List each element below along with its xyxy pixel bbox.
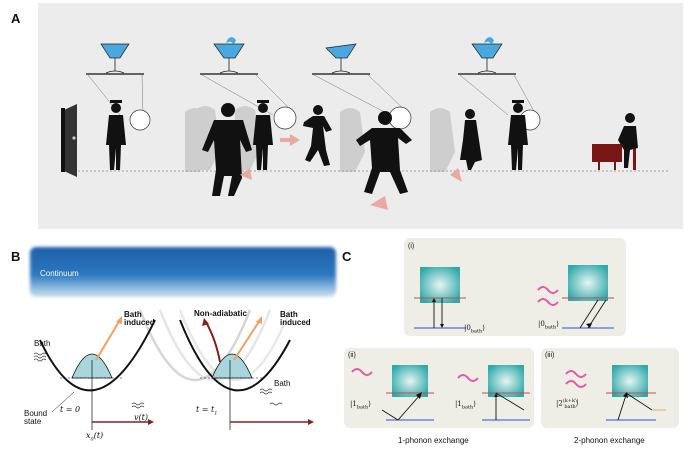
ket-bar: | bbox=[350, 400, 353, 408]
ket-bar: | bbox=[556, 399, 559, 408]
ket-sub: bath bbox=[470, 328, 483, 335]
bath-wave-icon bbox=[259, 388, 283, 406]
waiter-figure bbox=[508, 100, 528, 170]
ket-1-bath-2: |1bath⟩ bbox=[455, 400, 476, 410]
bath-induced-label-1: Bath induced bbox=[124, 310, 155, 328]
bath-wave-icon bbox=[131, 402, 145, 409]
ket-close: ⟩ bbox=[575, 399, 579, 408]
left-well bbox=[39, 319, 156, 392]
ket-number: 1 bbox=[352, 400, 357, 408]
continuum-box bbox=[392, 365, 428, 397]
x0-x: x bbox=[86, 431, 91, 440]
door-icon bbox=[61, 104, 77, 177]
ket-sub: bath bbox=[564, 403, 576, 410]
panel-c-letter: C bbox=[342, 249, 352, 264]
subpanel-ii-label: (ii) bbox=[348, 352, 356, 359]
one-phonon-caption: 1-phonon exchange bbox=[398, 436, 469, 445]
dancer-figure bbox=[460, 109, 482, 170]
ket-number: 2 bbox=[558, 399, 563, 408]
non-adiabatic-arrow bbox=[205, 321, 221, 363]
x0-t: (t) bbox=[93, 431, 104, 440]
x0-sub: 0 bbox=[90, 436, 94, 443]
non-adiabatic-label: Non-adiabatic bbox=[194, 309, 247, 318]
bound-state-label: Bound state bbox=[24, 409, 48, 427]
phonon-icon bbox=[537, 286, 559, 306]
zoom-circle-1 bbox=[129, 109, 151, 131]
panel-a-letter: A bbox=[11, 11, 21, 26]
t1-label: t = t1 bbox=[196, 405, 218, 417]
potential-well-diagram bbox=[33, 309, 314, 430]
ket-0-bath-1: |0bath⟩ bbox=[464, 324, 485, 334]
tray-3 bbox=[312, 43, 411, 116]
right-well bbox=[179, 319, 291, 392]
ket-close: ⟩ bbox=[556, 320, 559, 328]
continuum-box bbox=[420, 267, 460, 303]
motion-arrow bbox=[370, 196, 388, 210]
bath-induced-arrow-1 bbox=[95, 319, 121, 361]
continuum-box bbox=[488, 365, 524, 397]
motion-arrow bbox=[240, 168, 252, 180]
phonon-icon bbox=[457, 374, 479, 382]
ket-bar: | bbox=[538, 320, 541, 328]
continuum-band bbox=[30, 247, 336, 297]
motion-arrow bbox=[450, 168, 462, 182]
bound-state-pointer bbox=[51, 391, 75, 413]
tray-1 bbox=[86, 43, 144, 116]
ket-sub: bath bbox=[544, 324, 557, 331]
seated-customer-figure bbox=[618, 113, 638, 168]
phonon-icon bbox=[351, 368, 373, 376]
continuum-box bbox=[612, 365, 648, 397]
dancer-figure bbox=[303, 105, 332, 166]
dancer-figure bbox=[356, 111, 412, 194]
ket-close: ⟩ bbox=[368, 400, 371, 408]
panel-b-letter: B bbox=[11, 249, 21, 264]
subpanel-iii bbox=[541, 348, 679, 428]
ket-1-bath-1: |1bath⟩ bbox=[350, 400, 371, 410]
ket-close: ⟩ bbox=[473, 400, 476, 408]
ket-number: 0 bbox=[540, 320, 545, 328]
motion-arrow bbox=[280, 134, 300, 146]
dancer-figure bbox=[202, 103, 252, 196]
bath-wave-icon bbox=[33, 352, 47, 362]
subpanel-i-label: (i) bbox=[408, 243, 415, 250]
position-label: x0(t) bbox=[86, 431, 104, 443]
waiter-figure bbox=[106, 100, 126, 170]
ket-number: 1 bbox=[457, 400, 462, 408]
phonon-icon bbox=[565, 370, 587, 388]
bath-induced-label-2: Bath induced bbox=[280, 310, 311, 328]
ket-2-bath: |2(k+k')bath⟩ bbox=[556, 398, 579, 410]
right-wavepacket bbox=[211, 353, 253, 379]
bath-left-label: Bath bbox=[34, 339, 51, 348]
ket-bar: | bbox=[455, 400, 458, 408]
bath-induced-arrow-2 bbox=[233, 319, 261, 361]
panel-a-illustration bbox=[61, 37, 670, 210]
t0-label: t = 0 bbox=[60, 405, 81, 414]
ket-sub: bath bbox=[356, 404, 369, 411]
ket-sup: (k+k') bbox=[562, 398, 579, 404]
tray-4 bbox=[458, 37, 537, 116]
ket-0-bath-2: |0bath⟩ bbox=[538, 320, 559, 330]
two-phonon-caption: 2-phonon exchange bbox=[574, 436, 645, 445]
velocity-label: v(t) bbox=[134, 413, 148, 422]
subpanel-iii-label: (iii) bbox=[545, 352, 555, 359]
bath-right-label: Bath bbox=[274, 379, 291, 388]
zoom-circle-2 bbox=[273, 106, 297, 130]
ket-sub: bath bbox=[461, 404, 474, 411]
continuum-box bbox=[568, 265, 608, 301]
continuum-label: Continuum bbox=[40, 269, 79, 278]
ket-bar: | bbox=[464, 324, 467, 332]
t1-sub: 1 bbox=[214, 410, 218, 417]
table-icon bbox=[592, 140, 636, 170]
waiter-figure bbox=[253, 100, 273, 170]
t1-text: t = t bbox=[196, 405, 215, 414]
ket-close: ⟩ bbox=[482, 324, 485, 332]
ket-number: 0 bbox=[466, 324, 471, 332]
